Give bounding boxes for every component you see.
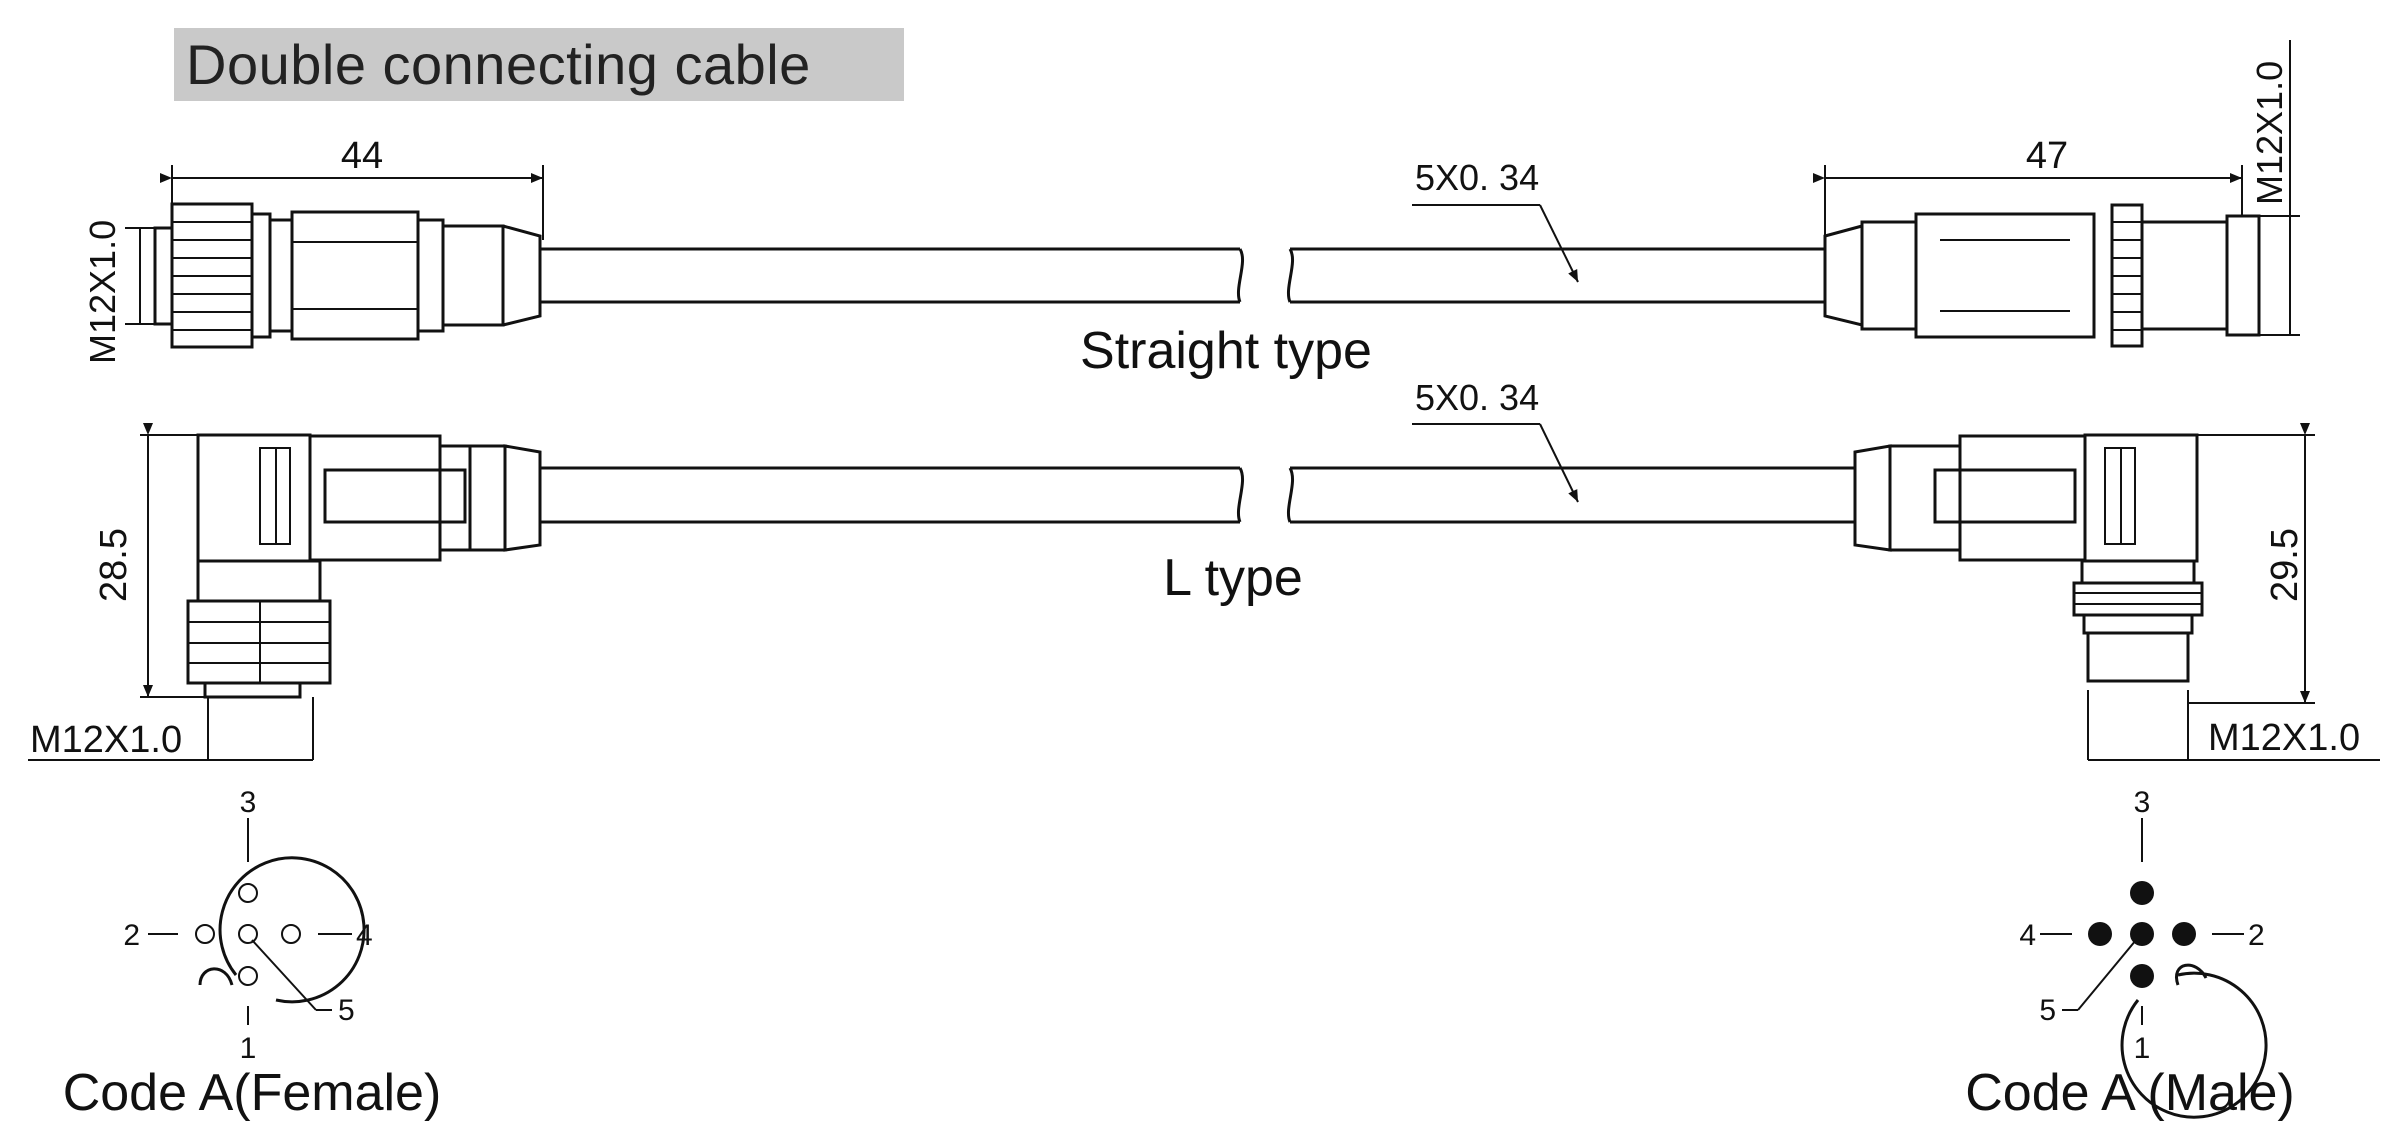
dim-47-label: 47: [2026, 135, 2068, 177]
straight-type-label: Straight type: [1080, 322, 1372, 380]
l-left-height-label: 28.5: [93, 528, 135, 602]
female-pin-1: 1: [240, 1032, 257, 1065]
male-pin-5: 5: [2039, 994, 2056, 1027]
male-caption: Code A (Male): [1965, 1064, 2295, 1122]
male-pin-4: 4: [2019, 919, 2036, 952]
female-caption: Code A(Female): [63, 1064, 442, 1122]
male-pinout: [2040, 818, 2268, 1119]
straight-left-connector: [153, 202, 542, 349]
female-pin-5: 5: [338, 994, 355, 1027]
l-left-height-dim: [140, 423, 205, 698]
l-right-connector: [1853, 433, 2204, 683]
l-right-thread-label: M12X1.0: [2208, 717, 2360, 759]
diagram-title: Double connecting cable: [186, 33, 811, 96]
l-cable: [540, 466, 1855, 524]
title-background: [174, 28, 904, 101]
female-pin-4: 4: [356, 919, 373, 952]
straight-cable: [540, 247, 1825, 304]
straight-dimension-47: [1813, 165, 2243, 236]
l-left-thread-label: M12X1.0: [30, 719, 182, 761]
l-type-label: L type: [1163, 549, 1303, 607]
male-pin-2: 2: [2248, 919, 2265, 952]
straight-right-connector: [1823, 203, 2261, 348]
l-right-thread-dim: [2087, 690, 2380, 761]
male-pin-1: 1: [2134, 1032, 2151, 1065]
straight-right-thread-dim: [2259, 40, 2300, 336]
l-left-connector: [186, 433, 542, 699]
female-pin-2: 2: [123, 919, 140, 952]
male-pin-3: 3: [2134, 786, 2151, 819]
l-cable-leader: [1412, 423, 1579, 503]
l-left-thread-dim: [28, 697, 314, 761]
straight-cable-spec: 5X0. 34: [1415, 157, 1539, 198]
l-right-height-dim: [2188, 423, 2315, 704]
dim-44-label: 44: [341, 135, 383, 177]
straight-cable-leader: [1412, 204, 1579, 283]
l-right-height-label: 29.5: [2264, 528, 2306, 602]
female-pin-3: 3: [240, 786, 257, 819]
straight-dimension-44: [160, 165, 544, 240]
straight-left-thread-label: M12X1.0: [82, 220, 123, 364]
l-cable-spec: 5X0. 34: [1415, 377, 1539, 418]
straight-left-thread-dim: [125, 227, 155, 325]
straight-right-thread-label: M12X1.0: [2249, 61, 2290, 205]
female-pinout: [148, 818, 366, 1025]
